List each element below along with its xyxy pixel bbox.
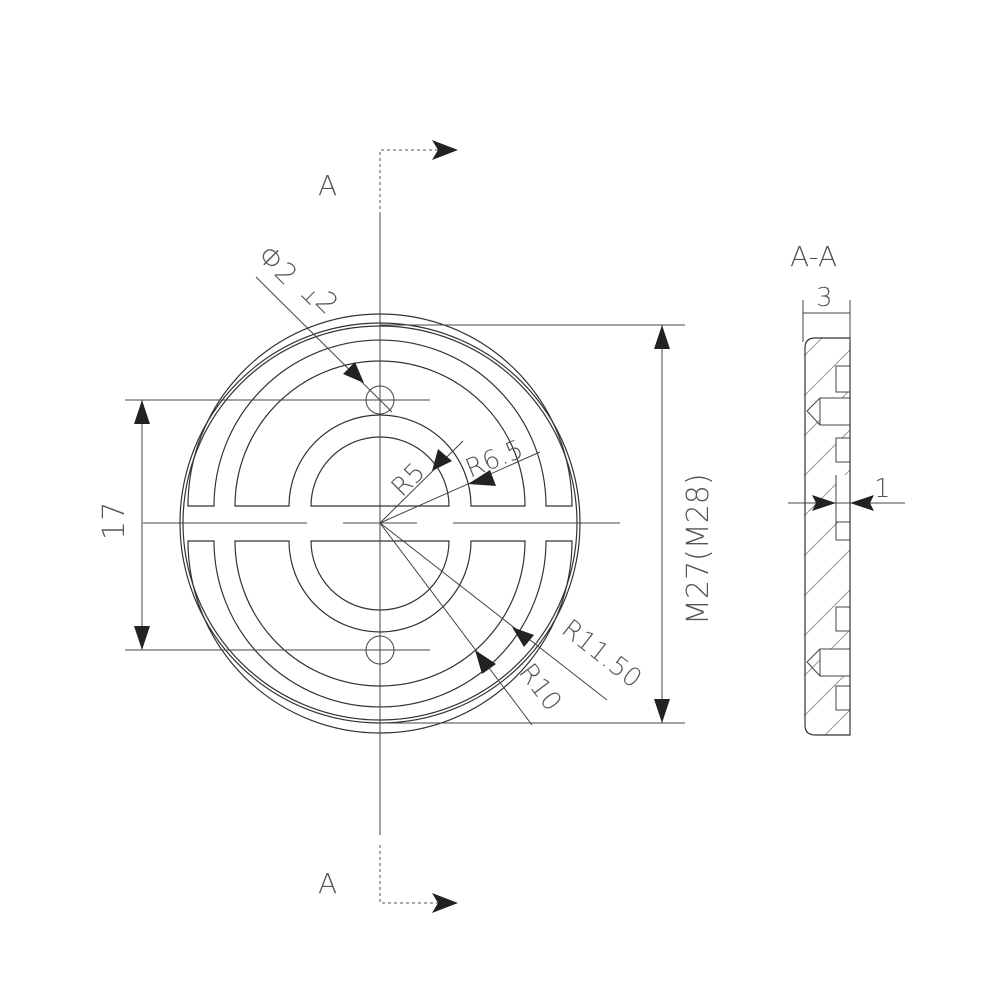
svg-text:Φ2: Φ2: [251, 239, 304, 292]
svg-text:3: 3: [816, 283, 833, 313]
dimension-thread: M27(M28): [380, 324, 716, 724]
dimension-r10: R10: [379, 522, 567, 726]
section-view: A-A 3 1: [788, 240, 905, 736]
section-line-bottom: [379, 845, 458, 913]
svg-text:A-A: A-A: [790, 240, 837, 273]
section-line-top: [379, 140, 458, 215]
svg-text:R11.50: R11.50: [556, 614, 647, 695]
svg-text:17: 17: [97, 502, 132, 540]
dimension-r5: R5: [379, 440, 464, 524]
dimension-hole: Φ2 ⊥ 2: [251, 239, 393, 413]
svg-text:R6.5: R6.5: [461, 434, 527, 484]
svg-text:R10: R10: [512, 658, 567, 717]
dimension-r11-50: R11.50: [379, 522, 647, 701]
section-label-bottom: A: [318, 867, 337, 900]
dimension-hole-spacing: 17: [97, 399, 430, 651]
svg-text:R5: R5: [386, 457, 432, 503]
svg-text:M27(M28): M27(M28): [681, 473, 716, 625]
svg-text:1: 1: [874, 474, 891, 504]
section-label-top: A: [318, 169, 337, 202]
